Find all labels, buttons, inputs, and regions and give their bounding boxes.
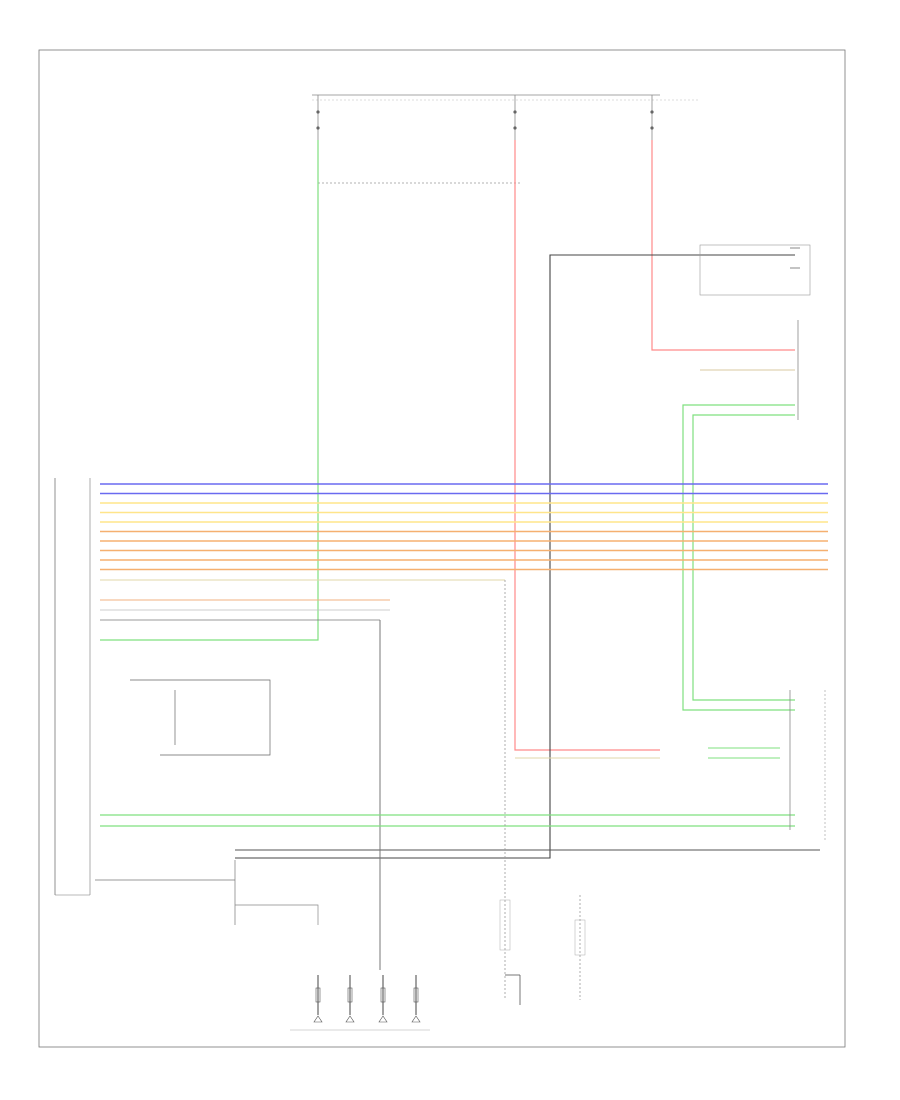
left-relay bbox=[130, 679, 271, 756]
speaker-group bbox=[313, 975, 421, 1023]
green-right-loop bbox=[682, 404, 795, 711]
bottom-center-component bbox=[499, 580, 521, 1005]
bottom-module bbox=[95, 860, 319, 925]
harness-bus bbox=[100, 483, 828, 571]
left-module bbox=[54, 478, 91, 896]
bottom-right-component bbox=[574, 895, 586, 1000]
right-lower-block bbox=[708, 690, 826, 840]
speaker-symbol bbox=[411, 975, 421, 1023]
green-feed-wire bbox=[100, 140, 319, 641]
fuse-3 bbox=[650, 95, 654, 140]
bottom-green-pair bbox=[100, 814, 795, 827]
speaker-symbol bbox=[378, 975, 388, 1023]
right-mid-block bbox=[700, 320, 799, 420]
diagram-frame bbox=[38, 49, 846, 1048]
top-power-bus bbox=[312, 94, 700, 101]
speaker-symbol bbox=[345, 975, 355, 1023]
fuse-2 bbox=[513, 95, 517, 140]
red-feed-wire-1 bbox=[514, 140, 660, 751]
red-feed-wire-2 bbox=[651, 140, 795, 351]
fuse-1 bbox=[316, 95, 320, 140]
tan-side-wires bbox=[100, 579, 505, 621]
right-top-block bbox=[699, 244, 811, 296]
black-main-wire bbox=[235, 254, 820, 859]
speaker-symbol bbox=[313, 975, 323, 1023]
